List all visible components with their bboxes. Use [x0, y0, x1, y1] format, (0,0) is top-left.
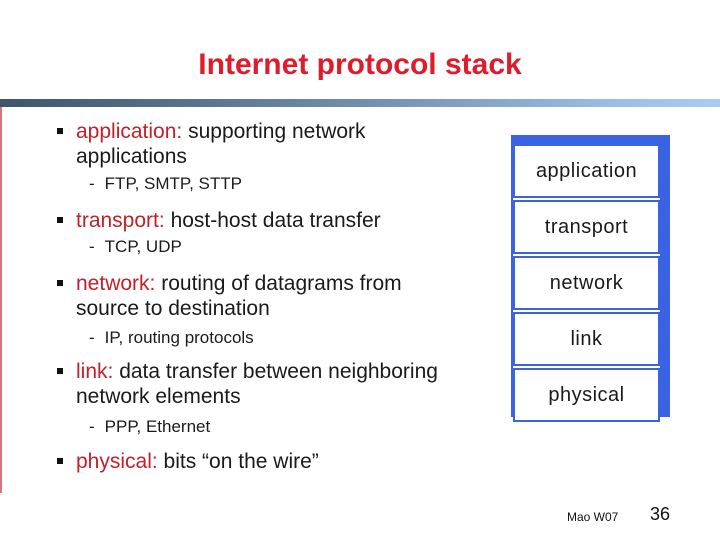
bullet-line: physical: bits “on the wire”	[76, 449, 516, 474]
bullet-keyword: network:	[76, 272, 156, 295]
stack-layer-network: network	[513, 256, 660, 310]
bullet-line: transport: host-host data transfer	[76, 208, 516, 233]
subbullet-application-protocols: -FTP, SMTP, STTP	[89, 174, 489, 194]
page-title: Internet protocol stack	[198, 48, 522, 81]
stack-layer-link: link	[513, 312, 660, 366]
bullet-keyword: physical:	[76, 450, 158, 473]
bullet-text: data transfer between neighboring	[119, 360, 438, 383]
subbullet-text: IP, routing protocols	[104, 328, 254, 347]
bullet-keyword: transport:	[76, 209, 165, 232]
subbullet-text: TCP, UDP	[104, 237, 182, 256]
protocol-stack-diagram: application transport network link physi…	[513, 144, 660, 422]
bullet-link: link: data transfer between neighboring …	[57, 359, 516, 409]
stack-layer-application: application	[513, 144, 660, 198]
bullet-text: bits “on the wire”	[163, 450, 319, 473]
bullet-square-icon	[57, 368, 63, 374]
bullet-keyword: application:	[76, 120, 183, 143]
bullet-physical: physical: bits “on the wire”	[57, 449, 516, 474]
footer-page-number: 36	[650, 504, 671, 524]
subbullet-dash: -	[89, 328, 95, 347]
bullet-application: application: supporting network applicat…	[57, 119, 516, 169]
subbullet-text: FTP, SMTP, STTP	[104, 174, 242, 193]
subbullet-dash: -	[89, 237, 95, 256]
left-edge-accent-line	[0, 107, 2, 493]
bullet-line: link: data transfer between neighboring	[76, 359, 516, 384]
stack-layer-physical: physical	[513, 368, 660, 422]
bullet-square-icon	[57, 280, 63, 286]
bullet-text: supporting network	[188, 120, 366, 143]
bullet-square-icon	[57, 217, 63, 223]
subbullet-transport-protocols: -TCP, UDP	[89, 237, 489, 257]
subbullet-dash: -	[89, 174, 95, 193]
stack-layer-transport: transport	[513, 200, 660, 254]
subbullet-text: PPP, Ethernet	[104, 417, 211, 436]
bullet-line: application: supporting network	[76, 119, 516, 144]
bullet-keyword: link:	[76, 360, 114, 383]
bullet-square-icon	[57, 128, 63, 134]
footer-author: Mao W07	[567, 510, 619, 524]
subbullet-dash: -	[89, 417, 95, 436]
bullet-text-wrap: applications	[76, 145, 187, 168]
bullet-text-wrap: network elements	[76, 385, 241, 408]
subbullet-network-protocols: -IP, routing protocols	[89, 328, 489, 348]
title-divider-bar	[0, 99, 720, 107]
bullet-text: routing of datagrams from	[161, 272, 402, 295]
bullet-text-wrap: source to destination	[76, 297, 270, 320]
bullet-transport: transport: host-host data transfer	[57, 208, 516, 233]
bullet-line: network: routing of datagrams from	[76, 271, 516, 296]
subbullet-link-protocols: -PPP, Ethernet	[89, 417, 489, 437]
bullet-square-icon	[57, 458, 63, 464]
bullet-text: host-host data transfer	[170, 209, 381, 232]
bullet-network: network: routing of datagrams from sourc…	[57, 271, 516, 321]
